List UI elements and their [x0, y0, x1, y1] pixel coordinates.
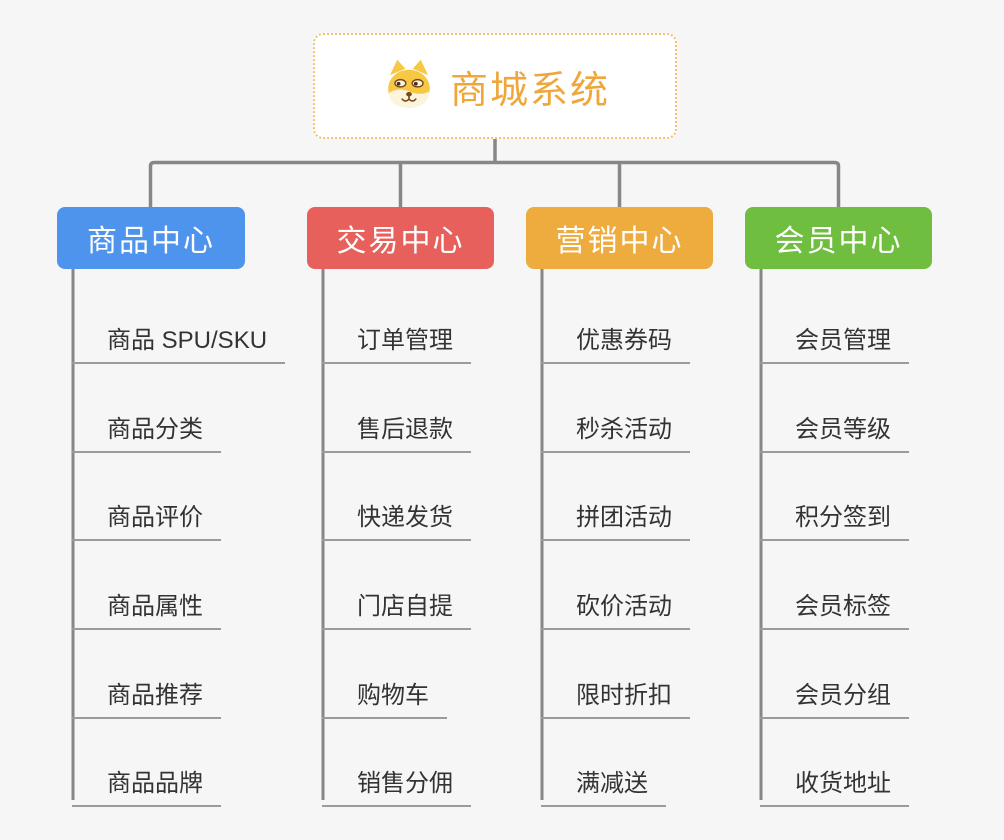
subtopic[interactable]: 秒杀活动: [541, 409, 690, 453]
branch-label: 会员中心: [774, 225, 903, 258]
branch-member-center[interactable]: 会员中心: [745, 207, 932, 269]
subtopic[interactable]: 商品推荐: [72, 675, 221, 719]
branch-label: 营销中心: [555, 225, 684, 258]
subtopic[interactable]: 会员标签: [760, 586, 909, 630]
subtopic[interactable]: 订单管理: [322, 320, 471, 364]
subtopic[interactable]: 商品评价: [72, 497, 221, 541]
subtopic[interactable]: 积分签到: [760, 497, 909, 541]
subtopic[interactable]: 销售分佣: [322, 763, 471, 807]
branch-label: 商品中心: [87, 225, 215, 258]
subtopic[interactable]: 商品属性: [72, 586, 221, 630]
subtopic[interactable]: 拼团活动: [541, 497, 690, 541]
subtopic[interactable]: 优惠券码: [541, 320, 690, 364]
subtopic[interactable]: 会员管理: [760, 320, 909, 364]
subtopic[interactable]: 商品品牌: [72, 763, 221, 807]
branch-trade-center[interactable]: 交易中心: [307, 207, 494, 269]
subtopic[interactable]: 快递发货: [322, 497, 471, 541]
subtopic[interactable]: 购物车: [322, 675, 447, 719]
subtopic[interactable]: 商品 SPU/SKU: [72, 320, 286, 364]
subtopic[interactable]: 满减送: [541, 763, 666, 807]
subtopic[interactable]: 会员分组: [760, 675, 909, 719]
branch-product-center[interactable]: 商品中心: [57, 207, 245, 269]
root-topic-title: 商城系统: [449, 69, 610, 112]
subtopic[interactable]: 收货地址: [760, 763, 909, 807]
subtopic[interactable]: 限时折扣: [541, 675, 690, 719]
subtopic[interactable]: 商品分类: [72, 409, 221, 453]
connector-bus: [148, 160, 841, 207]
subtopic[interactable]: 砍价活动: [541, 586, 690, 630]
branch-label: 交易中心: [336, 225, 465, 258]
subtopic[interactable]: 门店自提: [322, 586, 471, 630]
shiba-dog-icon: [388, 59, 430, 108]
branch-marketing-center[interactable]: 营销中心: [526, 207, 713, 269]
subtopic[interactable]: 会员等级: [760, 409, 909, 453]
root-topic-mall-system[interactable]: 商城系统: [313, 33, 677, 139]
subtopic[interactable]: 售后退款: [322, 409, 471, 453]
